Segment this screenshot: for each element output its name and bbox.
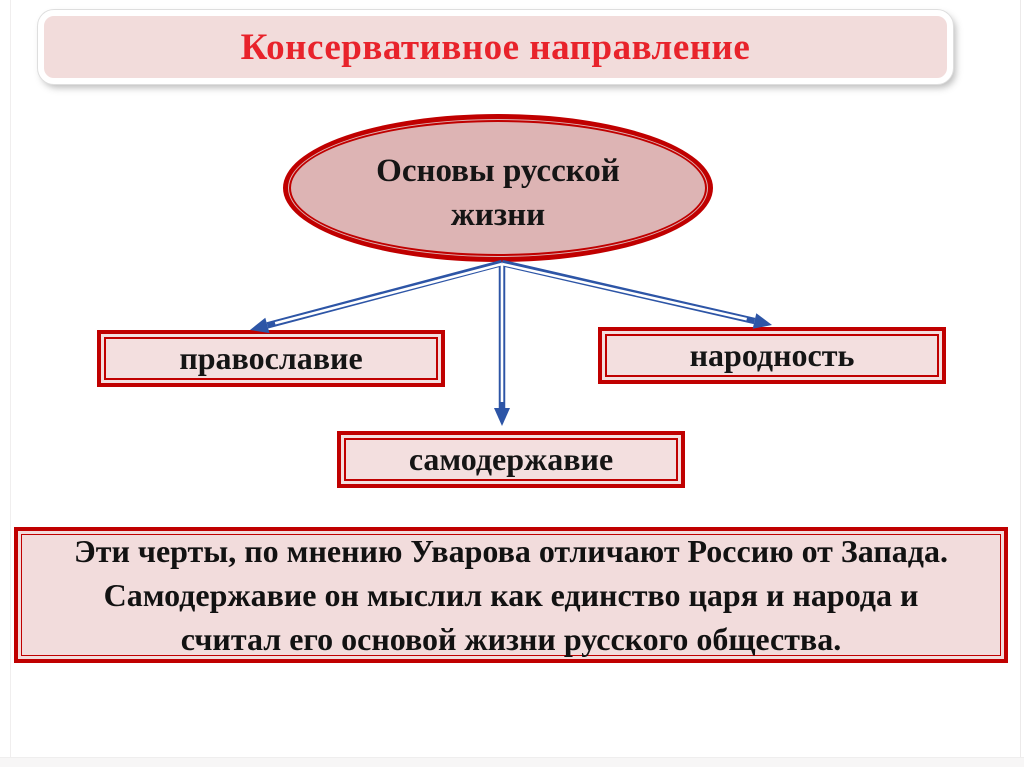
- arrow-to-samoderzhavie: [494, 263, 510, 426]
- concept-ellipse: Основы русской жизни: [283, 114, 713, 262]
- ellipse-label-line1: Основы русской: [376, 153, 620, 189]
- frame-left-line: [10, 0, 11, 767]
- arrow-to-narodnost: [501, 259, 772, 329]
- note-box: Эти черты, по мнению Уварова отличают Ро…: [14, 527, 1008, 663]
- note-line3: считал его основой жизни русского общест…: [180, 621, 842, 657]
- node-samoderzhavie: самодержавие: [337, 431, 685, 488]
- frame-bottom-strip: [0, 757, 1024, 767]
- arrow-to-pravoslavie: [250, 259, 503, 334]
- ellipse-label-line2: жизни: [450, 197, 546, 233]
- slide-title: Консервативное направление: [240, 26, 751, 68]
- node-samoderzhavie-label: самодержавие: [408, 441, 614, 477]
- note-frame: Эти черты, по мнению Уварова отличают Ро…: [21, 533, 1001, 657]
- node-samoderzhavie-frame: самодержавие: [344, 438, 678, 481]
- node-pravoslavie: православие: [97, 330, 445, 387]
- frame-right-line: [1020, 0, 1021, 767]
- node-narodnost-frame: народность: [605, 334, 939, 377]
- note-line1: Эти черты, по мнению Уварова отличают Ро…: [74, 533, 948, 569]
- note-line2: Самодержавие он мыслил как единство царя…: [103, 577, 919, 613]
- title-banner: Консервативное направление: [38, 10, 953, 84]
- node-narodnost: народность: [598, 327, 946, 384]
- node-narodnost-label: народность: [689, 337, 855, 373]
- node-pravoslavie-frame: православие: [104, 337, 438, 380]
- node-pravoslavie-label: православие: [179, 340, 363, 376]
